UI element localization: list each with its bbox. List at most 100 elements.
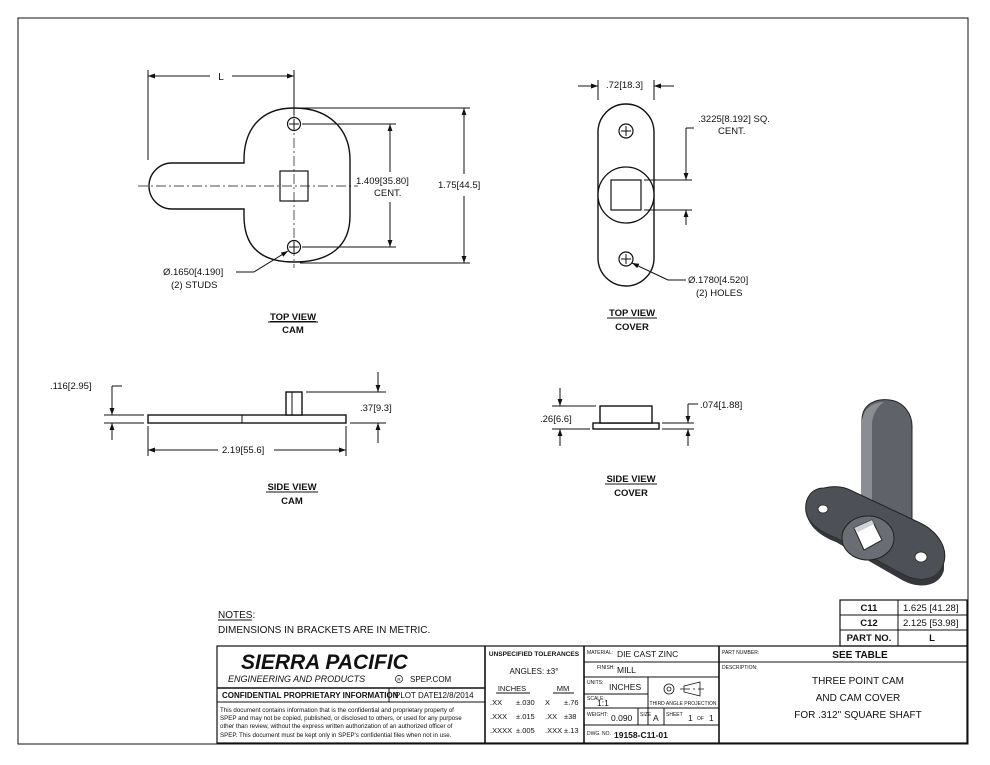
size-label: SIZE: [640, 712, 652, 718]
dim-cover-width: .72[18.3]: [606, 80, 643, 91]
view-subtitle-side-cover: COVER: [614, 488, 648, 499]
units-label: UNITS:: [587, 680, 603, 686]
dim-cam-cent: 1.409[35.80]: [356, 176, 409, 187]
top-view-cam: L 1.409[35.80] CENT. 1.75[44.5] Ø.1650[4…: [138, 70, 480, 336]
sheet-value: 1: [688, 713, 693, 723]
part-table-header-value: L: [929, 633, 935, 644]
tol-row-2-mm-fmt: .XX: [545, 712, 557, 721]
mm-header: MM: [557, 684, 570, 693]
iso-hole-left: [817, 504, 829, 514]
dim-cover-flange: .074[1.88]: [700, 400, 742, 411]
tol-row-3-mm-fmt: .XXX: [545, 726, 562, 735]
legal-line-4: SPEP. This document must be kept only in…: [220, 732, 452, 739]
scale-label: SCALE:: [587, 696, 605, 702]
scale-value: 1:1: [597, 698, 609, 708]
tol-row-1-mm-tol: ±.76: [564, 698, 579, 707]
dwg-label: DWG. NO.: [587, 731, 611, 737]
part-table-header-part: PART NO.: [847, 633, 892, 644]
projection-symbol-cone: [683, 681, 701, 697]
side-view-cover: .26[6.6] .074[1.88] SIDE VIEW COVER: [540, 388, 742, 499]
description-line-3: FOR .312" SQUARE SHAFT: [794, 710, 921, 721]
projection-symbol-circle: [663, 683, 675, 695]
isometric-cam-render: [805, 399, 946, 586]
company-sub: ENGINEERING AND PRODUCTS: [228, 674, 365, 684]
dim-cover-h: .26[6.6]: [540, 414, 572, 425]
description-line-1: THREE POINT CAM: [812, 676, 904, 687]
dim-cover-sq-label: CENT.: [718, 126, 745, 137]
description-label: DESCRIPTION:: [722, 665, 758, 671]
website: SPEP.COM: [410, 675, 452, 684]
dim-stud-dia: Ø.1650[4.190]: [163, 267, 223, 278]
dim-hole-dia: Ø.1780[4.520]: [688, 275, 748, 286]
tol-row-2-in-fmt: .XXX: [490, 712, 507, 721]
iso-hole-right: [914, 551, 928, 563]
sheet-label: SHEET: [666, 712, 683, 718]
partnumber-label: PART NUMBER:: [722, 650, 759, 656]
tol-row-2-in-tol: ±.015: [516, 712, 535, 721]
dim-hole-note: (2) HOLES: [696, 288, 742, 299]
part-row-c11-part: C11: [861, 603, 879, 614]
dim-L: L: [218, 72, 224, 83]
plot-date-label: PLOT DATE:: [395, 691, 441, 700]
weight-label: WEIGHT:: [587, 712, 608, 718]
tol-row-1-in-fmt: .XX: [490, 698, 502, 707]
tol-row-1-in-tol: ±.030: [516, 698, 535, 707]
part-table: C11 1.625 [41.28] C12 2.125 [53.98] PART…: [839, 599, 968, 647]
dim-cam-side-len: 2.19[55.6]: [222, 445, 264, 456]
view-subtitle-top-cam: CAM: [282, 325, 304, 336]
units-value: INCHES: [609, 682, 641, 692]
weight-value: 0.090: [611, 713, 633, 723]
size-value: A: [653, 713, 659, 723]
side-view-cam: .116[2.95] .37[9.3] 2.19[55.6] SIDE VIEW…: [50, 372, 392, 507]
tol-row-2-mm-tol: ±38: [564, 712, 576, 721]
finish-value: MILL: [617, 665, 636, 675]
of-value: 1: [709, 713, 714, 723]
notes: NOTES: DIMENSIONS IN BRACKETS ARE IN MET…: [218, 610, 430, 636]
tol-row-1-mm-fmt: X: [545, 698, 550, 707]
dim-cam-total: .37[9.3]: [360, 403, 392, 414]
cover-side-boss: [599, 405, 653, 424]
company-name: SIERRA PACIFIC: [241, 651, 409, 674]
tol-row-3-in-tol: ±.005: [516, 726, 535, 735]
description-line-2: AND CAM COVER: [816, 693, 900, 704]
dwg-number: 19158-C11-01: [614, 730, 668, 740]
view-title-side-cam: SIDE VIEW: [267, 482, 316, 493]
of-label: OF: [697, 716, 704, 722]
part-row-c11-value: 1.625 [41.28]: [903, 603, 958, 614]
tolerances-title: UNSPECIFIED TOLERANCES: [489, 651, 580, 658]
notes-title: NOTES:: [218, 610, 255, 621]
top-view-cover: .72[18.3] .3225[8.192] SQ. CENT. Ø.1780[…: [578, 80, 770, 333]
view-subtitle-top-cover: COVER: [615, 322, 649, 333]
dim-stud-note: (2) STUDS: [171, 280, 217, 291]
dim-cam-plate: .116[2.95]: [50, 381, 92, 392]
partnumber-value: SEE TABLE: [832, 650, 888, 661]
part-row-c12-value: 2.125 [53.98]: [903, 618, 958, 629]
material-label: MATERIAL:: [587, 650, 613, 656]
material-value: DIE CAST ZINC: [617, 649, 678, 659]
cam-outline: [148, 107, 351, 263]
cover-side-flange: [592, 422, 660, 430]
tol-row-3-mm-tol: ±.13: [564, 726, 579, 735]
registered-symbol: R: [397, 677, 401, 682]
sheet-border: [17, 17, 969, 745]
dim-cam-height: 1.75[44.5]: [438, 180, 480, 191]
cover-square: [610, 179, 642, 211]
notes-line-1: DIMENSIONS IN BRACKETS ARE IN METRIC.: [218, 625, 430, 636]
view-subtitle-side-cam: CAM: [281, 496, 303, 507]
dim-cam-cent-label: CENT.: [374, 188, 401, 199]
cam-side-plate: [147, 414, 347, 424]
registered-mark: [395, 675, 403, 683]
confidential-label: CONFIDENTIAL PROPRIETARY INFORMATION: [222, 691, 399, 700]
view-title-top-cover: TOP VIEW: [609, 308, 655, 319]
legal-line-3: other than review, without the express w…: [220, 723, 453, 730]
plot-date: 12/8/2014: [438, 691, 474, 700]
view-title-top-cam: TOP VIEW: [270, 312, 316, 323]
angles-tolerance: ANGLES: ±3°: [510, 667, 559, 676]
dim-cover-sq: .3225[8.192] SQ.: [698, 114, 770, 125]
inches-header: INCHES: [498, 684, 526, 693]
cam-side-stud: [285, 391, 303, 416]
title-block: SIERRA PACIFIC ENGINEERING AND PRODUCTS …: [216, 645, 968, 744]
projection-label: THIRD ANGLE PROJECTION: [650, 701, 717, 707]
finish-label: FINISH:: [597, 665, 615, 671]
